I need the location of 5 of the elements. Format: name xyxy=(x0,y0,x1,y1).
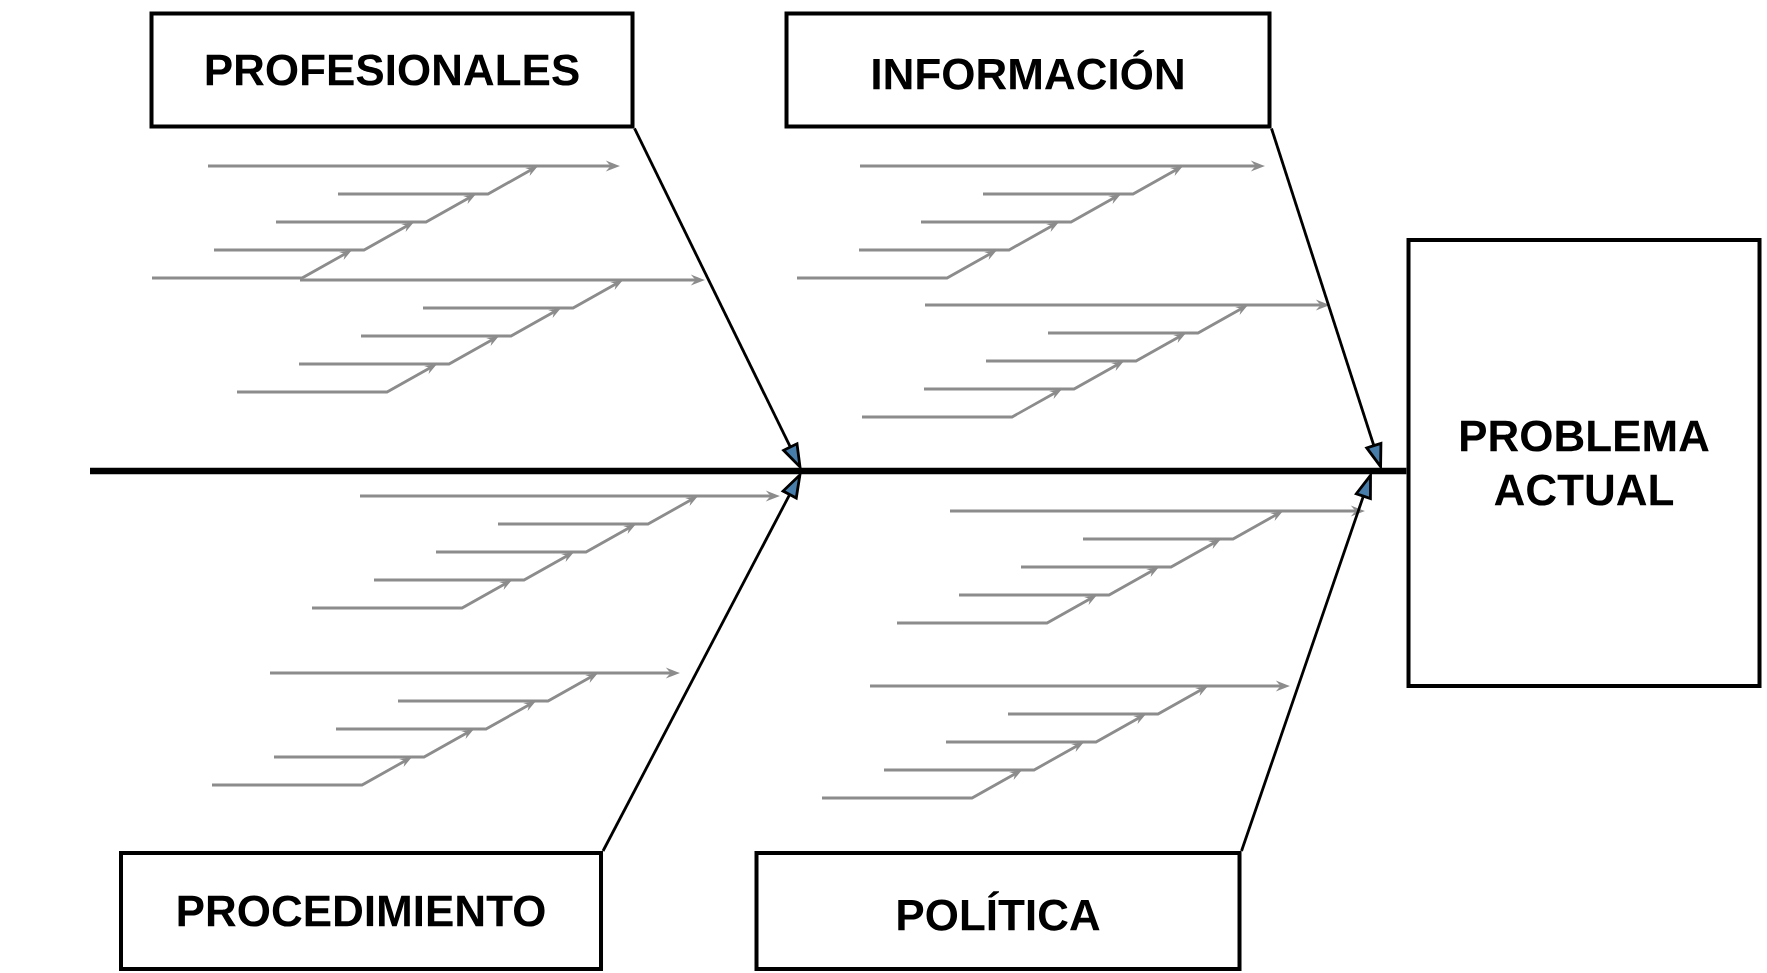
category-box: INFORMACIÓN xyxy=(784,11,1272,129)
category-box: PROCEDIMIENTO xyxy=(119,851,603,971)
effect-box: PROBLEMA ACTUAL xyxy=(1406,238,1762,688)
category-box: POLÍTICA xyxy=(754,851,1242,971)
category-box: PROFESIONALES xyxy=(149,11,635,129)
